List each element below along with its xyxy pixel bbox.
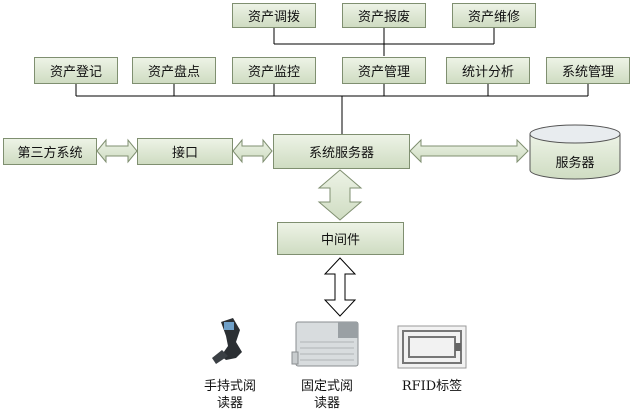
handheld-reader-label-line1: 手持式阅 — [203, 379, 256, 394]
node-asset-register: 资产登记 — [34, 57, 118, 84]
node-third-party-system: 第三方系统 — [3, 138, 97, 165]
double-arrow-interface-server — [232, 138, 273, 164]
node-statistics: 统计分析 — [446, 57, 530, 84]
node-asset-inventory: 资产盘点 — [132, 57, 216, 84]
rfid-tag-label: RFID标签 — [401, 379, 463, 394]
rfid-tag-icon — [397, 325, 467, 369]
node-middleware: 中间件 — [277, 222, 404, 255]
handheld-reader-label-line2: 读器 — [216, 396, 243, 411]
node-asset-repair: 资产维修 — [452, 3, 536, 28]
double-arrow-third-party-interface — [96, 138, 138, 164]
database-icon — [529, 124, 621, 180]
fixed-reader-label: 固定式阅 读器 — [292, 378, 362, 412]
node-asset-scrap: 资产报废 — [342, 3, 426, 28]
double-arrow-middleware-readers — [323, 257, 357, 317]
node-interface: 接口 — [137, 138, 233, 165]
fixed-reader-icon — [291, 321, 359, 367]
node-system-server: 系统服务器 — [273, 134, 410, 169]
handheld-reader-label: 手持式阅 读器 — [195, 378, 265, 412]
fixed-reader-label-line1: 固定式阅 — [300, 379, 353, 394]
fixed-reader-label-line2: 读器 — [313, 396, 340, 411]
database-label: 服务器 — [555, 156, 595, 171]
double-arrow-server-database — [409, 138, 529, 164]
node-asset-transfer: 资产调拨 — [232, 3, 316, 28]
handheld-reader-icon — [212, 318, 242, 364]
double-arrow-server-middleware — [317, 169, 363, 221]
node-asset-management: 资产管理 — [342, 57, 426, 84]
node-asset-monitor: 资产监控 — [232, 57, 316, 84]
node-system-management: 系统管理 — [546, 57, 630, 84]
